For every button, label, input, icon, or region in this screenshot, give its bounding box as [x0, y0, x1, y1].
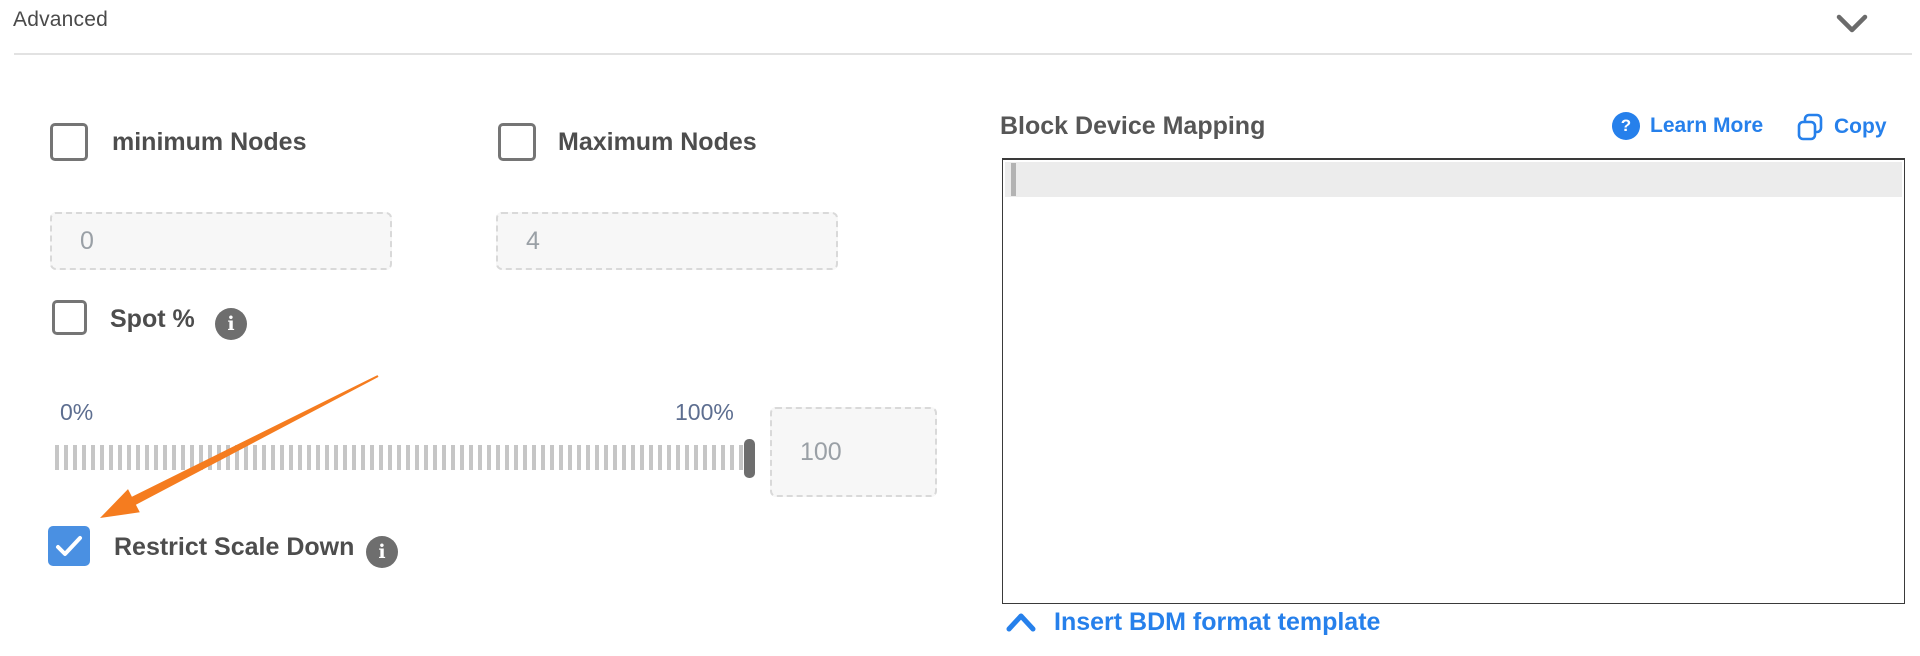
minimum-nodes-label: minimum Nodes — [112, 128, 307, 156]
checkmark-icon — [56, 536, 82, 556]
slider-min-label: 0% — [60, 399, 94, 425]
copy-label: Copy — [1834, 115, 1887, 138]
learn-more-label: Learn More — [1650, 114, 1764, 137]
maximum-nodes-label: Maximum Nodes — [558, 128, 757, 156]
minimum-nodes-checkbox[interactable] — [50, 123, 88, 161]
minimum-nodes-input[interactable] — [50, 212, 392, 270]
restrict-info-icon[interactable]: i — [366, 536, 398, 568]
maximum-nodes-input[interactable] — [496, 212, 838, 270]
chevron-up-icon — [1006, 613, 1036, 631]
question-mark-icon: ? — [1612, 112, 1640, 140]
insert-bdm-template-label: Insert BDM format template — [1054, 608, 1381, 636]
section-title: Advanced — [13, 8, 109, 31]
copy-button[interactable]: Copy — [1796, 112, 1887, 142]
bdm-panel-title: Block Device Mapping — [1000, 112, 1266, 140]
maximum-nodes-checkbox[interactable] — [498, 123, 536, 161]
spot-percent-label: Spot % — [110, 305, 195, 333]
insert-bdm-template-link[interactable]: Insert BDM format template — [1006, 608, 1380, 637]
copy-icon — [1797, 113, 1823, 141]
restrict-scale-down-label: Restrict Scale Down — [114, 533, 355, 561]
slider-max-label: 100% — [675, 399, 734, 425]
spot-percent-value-input[interactable] — [770, 407, 937, 497]
spot-percent-slider-handle[interactable] — [744, 439, 755, 478]
text-cursor — [1011, 163, 1016, 196]
restrict-scale-down-checkbox[interactable] — [48, 526, 90, 566]
learn-more-link[interactable]: ? Learn More — [1612, 112, 1763, 140]
spot-percent-slider-track[interactable] — [55, 445, 755, 470]
section-divider — [14, 53, 1912, 55]
bdm-editor[interactable] — [1002, 158, 1905, 604]
spot-percent-checkbox[interactable] — [52, 300, 87, 335]
spot-info-icon[interactable]: i — [215, 308, 247, 340]
editor-active-line — [1005, 162, 1902, 197]
chevron-down-icon[interactable] — [1836, 12, 1868, 36]
